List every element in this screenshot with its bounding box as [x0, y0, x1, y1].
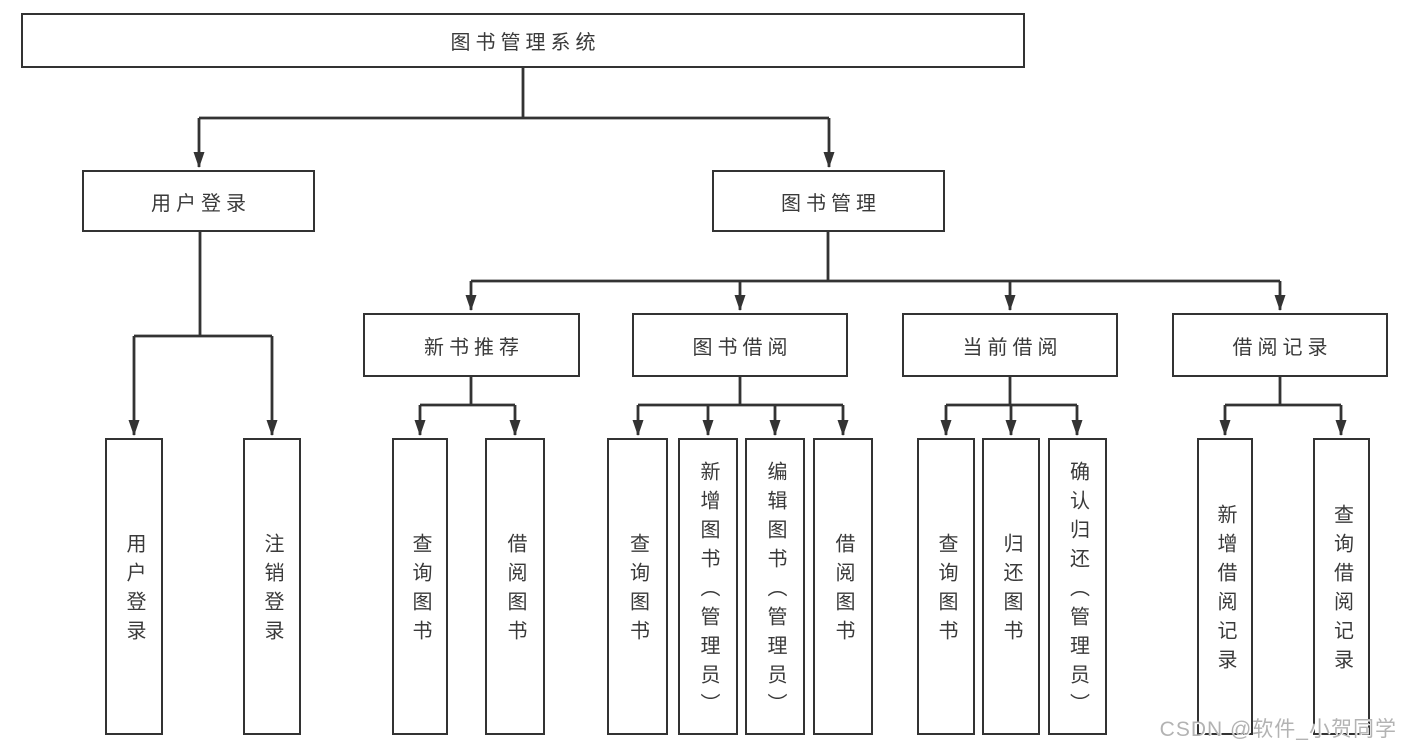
node-cb-query-books: 查询图书: [917, 438, 975, 735]
node-br-query-record: 查询借阅记录: [1313, 438, 1370, 735]
connector-new-book-rec-rail: [420, 377, 515, 407]
connector-current-borrow-rail: [946, 377, 1077, 407]
watermark: CSDN @软件_小贺同学: [1159, 718, 1397, 741]
node-br-add-record: 新增借阅记录: [1197, 438, 1253, 735]
connector-root-rail: [199, 68, 829, 120]
node-leaf-user-login: 用户登录: [105, 438, 163, 735]
node-leaf-logout: 注销登录: [243, 438, 301, 735]
node-current-borrow: 当前借阅: [902, 313, 1118, 377]
node-book-mgmt: 图书管理: [712, 170, 945, 232]
node-root: 图书管理系统: [21, 13, 1025, 68]
node-bb-query-books: 查询图书: [607, 438, 668, 735]
connector-borrow-records-rail: [1225, 377, 1341, 407]
node-user-login: 用户登录: [82, 170, 315, 232]
node-rec-query-books: 查询图书: [392, 438, 448, 735]
node-rec-borrow-books: 借阅图书: [485, 438, 545, 735]
connector-user-login-rail: [134, 232, 272, 338]
node-book-borrow: 图书借阅: [632, 313, 848, 377]
node-bb-borrow-books: 借阅图书: [813, 438, 873, 735]
node-bb-edit-books: 编辑图书（管理员）: [745, 438, 805, 735]
connector-book-borrow-rail: [638, 377, 843, 407]
node-borrow-records: 借阅记录: [1172, 313, 1388, 377]
node-new-book-rec: 新书推荐: [363, 313, 580, 377]
node-bb-add-books: 新增图书（管理员）: [678, 438, 738, 735]
connector-book-mgmt-rail: [471, 232, 1280, 283]
node-cb-confirm-return: 确认归还（管理员）: [1048, 438, 1107, 735]
node-cb-return-books: 归还图书: [982, 438, 1040, 735]
